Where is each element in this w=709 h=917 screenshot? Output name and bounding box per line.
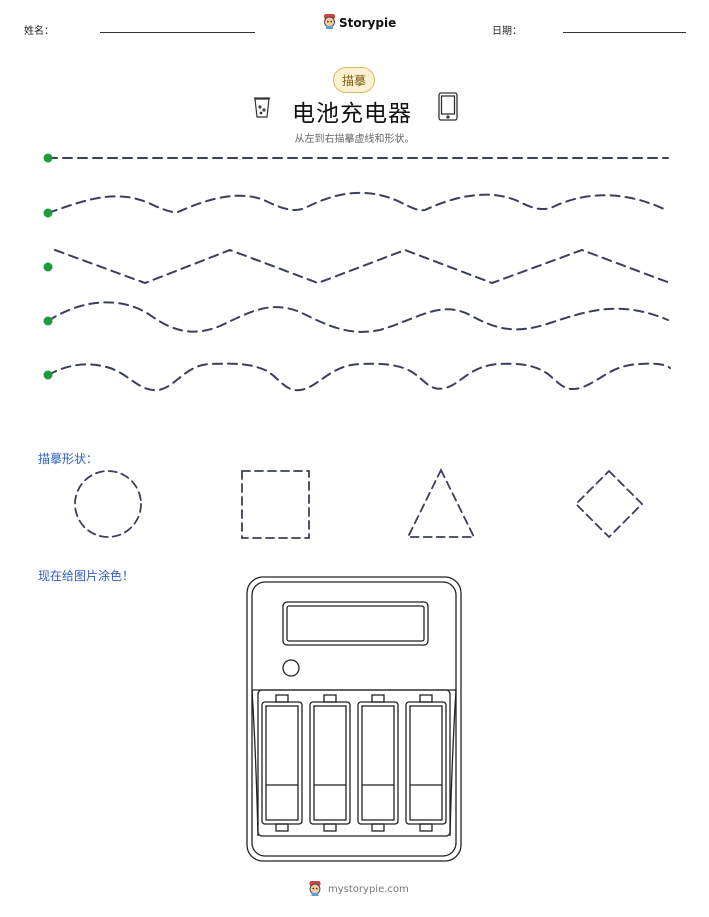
trace-circle — [74, 470, 142, 538]
name-field[interactable] — [100, 32, 255, 33]
trace-badge: 描摹 — [333, 67, 375, 93]
storypie-mascot-icon — [308, 880, 322, 899]
trace-diamond — [574, 469, 644, 539]
footer-url[interactable]: mystorypie.com — [328, 884, 409, 895]
color-section-label: 现在给图片涂色！ — [38, 569, 135, 583]
trace-line-wave-2 — [47, 301, 669, 333]
date-field[interactable] — [563, 32, 686, 33]
trace-line-wave — [47, 191, 669, 214]
start-dot — [43, 316, 53, 326]
trace-square — [241, 470, 310, 539]
brand-name: Storypie — [339, 15, 397, 30]
trace-line-zigzag — [54, 248, 671, 285]
footer: mystorypie.com — [308, 880, 409, 899]
name-label: 姓名： — [24, 26, 54, 37]
start-dot — [43, 370, 53, 380]
storypie-mascot-icon — [323, 13, 336, 32]
page-title: 电池充电器 — [292, 101, 412, 127]
start-dot — [43, 208, 53, 218]
date-label: 日期： — [492, 26, 522, 37]
trace-line-bumps — [47, 362, 671, 392]
instructions: 从左到右描摹虚线和形状。 — [294, 134, 415, 145]
start-dot — [43, 262, 53, 272]
shapes-section-label: 描摹形状： — [38, 452, 99, 466]
trace-triangle — [406, 467, 476, 538]
start-dot — [43, 153, 53, 163]
brand-logo: Storypie — [323, 13, 396, 32]
